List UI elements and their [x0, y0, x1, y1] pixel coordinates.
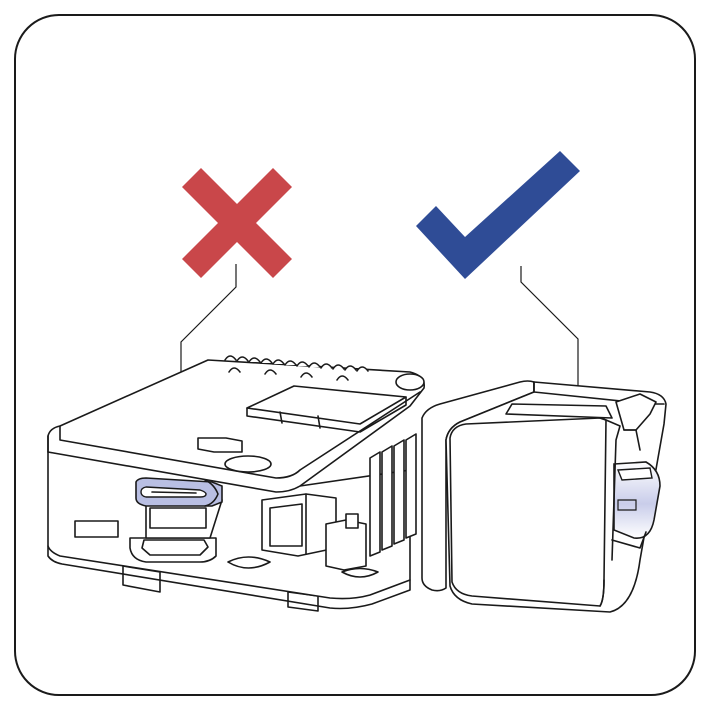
heatsink — [369, 433, 417, 557]
pin-header — [224, 355, 369, 381]
cross-icon — [182, 168, 292, 278]
enclosure-usb-opening — [613, 461, 661, 539]
check-icon — [416, 151, 580, 279]
enclosure-cover — [421, 380, 667, 613]
usb-c-port-highlight — [135, 477, 223, 507]
circuit-board-assembly — [47, 355, 426, 612]
